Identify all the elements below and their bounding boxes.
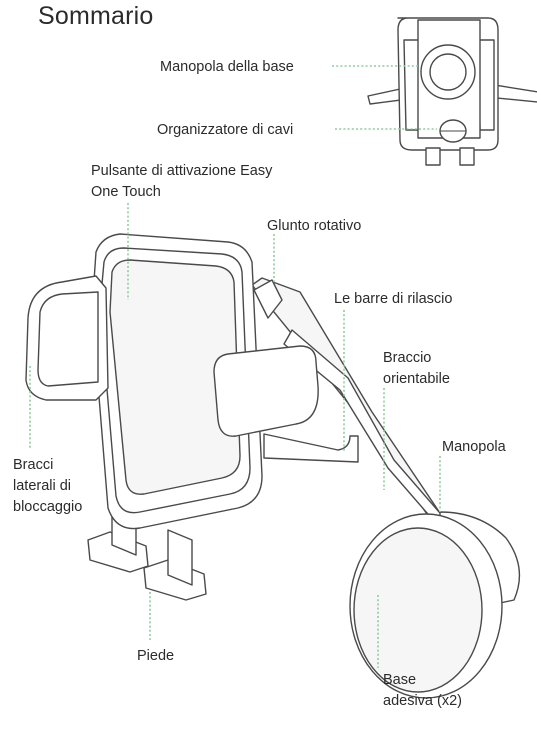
label-barre-rilascio: Le barre di rilascio — [334, 291, 453, 307]
leader-lines — [29, 65, 441, 668]
label-piede: Piede — [137, 648, 175, 664]
page-title: Sommario — [38, 2, 154, 30]
label-pulsante-easy-one-touch: Pulsante di attivazione Easy One Touch — [91, 163, 273, 200]
label-bracci-laterali: Bracci laterali di bloccaggio — [13, 457, 83, 515]
back-view-illustration — [367, 17, 537, 166]
label-organizzatore-cavi: Organizzatore di cavi — [157, 122, 294, 138]
label-braccio-orientabile: Braccio orientabile — [383, 350, 450, 387]
main-mount-illustration — [25, 233, 521, 699]
label-manopola-base: Manopola della base — [160, 59, 294, 75]
label-base-adesiva: Base adesiva (x2) — [383, 672, 462, 709]
label-giunto-rotativo: Glunto rotativo — [267, 218, 362, 234]
label-manopola: Manopola — [442, 439, 506, 455]
